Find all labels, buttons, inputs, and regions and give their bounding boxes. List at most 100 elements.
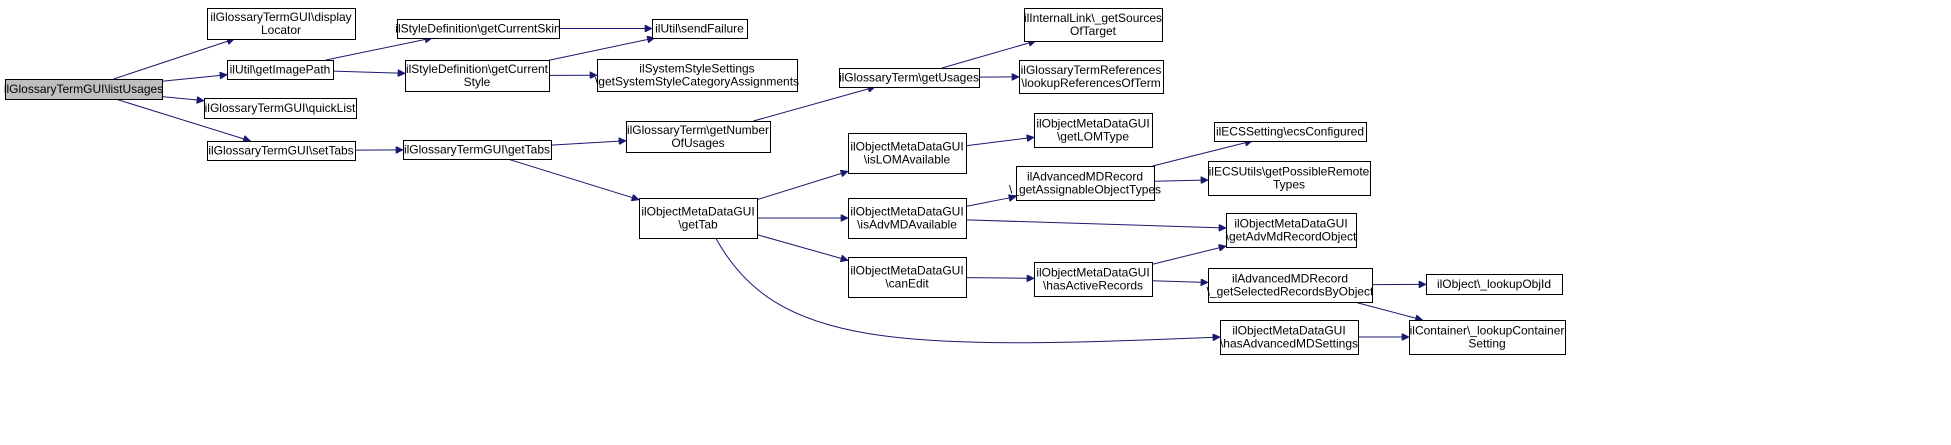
node-label: ilECSUtils\getPossibleRemote [1209,165,1370,179]
node-term-get-usages[interactable]: ilGlossaryTerm\getUsages [839,68,980,88]
node-box [848,133,967,174]
node-label: ilGlossaryTermReferences [1021,63,1162,77]
node-get-selected-records-by-object[interactable]: ilAdvancedMDRecord\_getSelectedRecordsBy… [1207,268,1374,303]
node-box [5,79,163,100]
edge-can-edit-to-has-active-records [965,278,1034,279]
node-label: OfUsages [671,136,724,150]
node-get-lomtype[interactable]: ilObjectMetaDataGUI\getLOMType [1034,113,1153,148]
edge-get-number-of-usages-to-term-get-usages [753,87,875,122]
node-box [227,60,334,80]
node-label: \hasActiveRecords [1043,279,1143,293]
node-box [207,8,356,40]
node-get-image-path[interactable]: ilUtil\getImagePath [227,60,334,80]
node-lookup-references-of-term[interactable]: ilGlossaryTermReferences\lookupReference… [1019,60,1164,94]
node-lookup-obj-id[interactable]: ilObject\_lookupObjId [1426,274,1563,295]
node-label: \_getSelectedRecordsByObject [1207,285,1374,299]
node-label: ilECSSetting\ecsConfigured [1216,125,1364,139]
node-label: ilGlossaryTerm\getUsages [839,71,979,85]
edge-get-selected-records-by-object-to-lookup-container-setting [1354,301,1422,320]
node-has-active-records[interactable]: ilObjectMetaDataGUI\hasActiveRecords [1034,262,1153,297]
node-box [1426,274,1563,295]
node-label: ilGlossaryTermGUI\setTabs [208,144,353,158]
node-box [848,257,967,298]
node-gui-get-tabs[interactable]: ilGlossaryTermGUI\getTabs [403,140,552,160]
edge-is-lomavailable-to-get-lomtype [965,137,1034,147]
node-box [1034,262,1153,297]
edge-md-get-tab-to-has-advanced-mdsettings [715,237,1220,344]
edge-has-active-records-to-get-selected-records-by-object [1151,281,1208,283]
node-label: ilStyleDefinition\getCurrent [406,62,549,76]
edge-md-get-tab-to-can-edit [756,234,848,261]
edge-md-get-tab-to-is-lomavailable [756,171,848,201]
call-nodes: ilGlossaryTermGUI\listUsages ilGlossaryTe… [4,8,1566,355]
node-send-failure[interactable]: ilUtil\sendFailure [652,19,748,39]
node-box [405,60,550,92]
node-label: ilGlossaryTermGUI\display [210,10,351,24]
node-is-lomavailable[interactable]: ilObjectMetaDataGUI\isLOMAvailable [848,133,967,174]
node-box [1226,213,1357,248]
node-box [1016,166,1155,201]
node-label: ilGlossaryTerm\getNumber [627,123,769,137]
node-box [597,59,798,92]
node-list-usages[interactable]: ilGlossaryTermGUI\listUsages [4,79,163,100]
node-label: ilGlossaryTermGUI\quickList [205,101,356,115]
edge-get-current-style-to-send-failure [548,38,655,61]
node-has-advanced-mdsettings[interactable]: ilObjectMetaDataGUI\hasAdvancedMDSetting… [1220,320,1359,355]
node-box [207,141,356,161]
node-box [1208,161,1371,196]
node-get-adv-md-record-object[interactable]: ilObjectMetaDataGUI\getAdvMdRecordObject [1226,213,1357,248]
node-label: Style [464,75,491,89]
node-label: Types [1273,178,1305,192]
node-label: ilObjectMetaDataGUI [850,264,963,278]
node-box [839,68,980,88]
edge-get-assignable-object-types-to-ecs-configured [1152,141,1253,167]
edge-term-get-usages-to-get-sources-of-target [941,41,1036,69]
node-box [1019,60,1164,94]
node-label: ilObjectMetaDataGUI [850,140,963,154]
node-label: ilInternalLink\_getSources [1024,11,1162,25]
node-quick-list[interactable]: ilGlossaryTermGUI\quickList [204,98,357,119]
node-label: Locator [261,23,301,37]
node-label: \getLOMType [1057,130,1129,144]
node-ecs-configured[interactable]: ilECSSetting\ecsConfigured [1214,122,1367,142]
node-label: ilObject\_lookupObjId [1437,277,1551,291]
node-box [403,140,552,160]
node-box [1409,320,1566,355]
node-sys-style[interactable]: ilSystemStyleSettings\getSystemStyleCate… [595,59,799,92]
node-label: ilAdvancedMDRecord [1232,272,1348,286]
node-label: ilObjectMetaDataGUI [1234,217,1347,231]
edge-get-image-path-to-get-current-skin [325,38,432,61]
node-label: \getTab [678,218,718,232]
node-box [639,198,758,239]
node-box [848,198,967,239]
node-get-current-skin[interactable]: ilStyleDefinition\getCurrentSkin [395,19,561,39]
edge-has-active-records-to-get-adv-md-record-object [1151,246,1226,265]
node-label: ilUtil\getImagePath [230,63,331,77]
node-label: \isAdvMDAvailable [857,218,957,232]
node-label: ilUtil\sendFailure [655,22,744,36]
node-box [204,98,357,119]
node-label: ilObjectMetaDataGUI [1036,266,1149,280]
node-box [1034,113,1153,148]
node-label: ilContainer\_lookupContainer [1410,324,1565,338]
edge-list-usages-to-get-image-path [161,75,227,82]
node-label: \lookupReferencesOfTerm [1021,76,1160,90]
node-label: ilObjectMetaDataGUI [1232,324,1345,338]
node-label: \canEdit [885,277,929,291]
node-label: \isLOMAvailable [864,153,951,167]
node-md-get-tab[interactable]: ilObjectMetaDataGUI\getTab [639,198,758,239]
node-label: ilGlossaryTermGUI\listUsages [4,82,163,96]
node-get-assignable-object-types[interactable]: ilAdvancedMDRecord\_getAssignableObjectT… [1009,166,1161,201]
node-box [397,19,560,39]
node-is-adv-mdavailable[interactable]: ilObjectMetaDataGUI\isAdvMDAvailable [848,198,967,239]
node-can-edit[interactable]: ilObjectMetaDataGUI\canEdit [848,257,967,298]
node-set-tabs[interactable]: ilGlossaryTermGUI\setTabs [207,141,356,161]
node-label: ilAdvancedMDRecord [1027,170,1143,184]
